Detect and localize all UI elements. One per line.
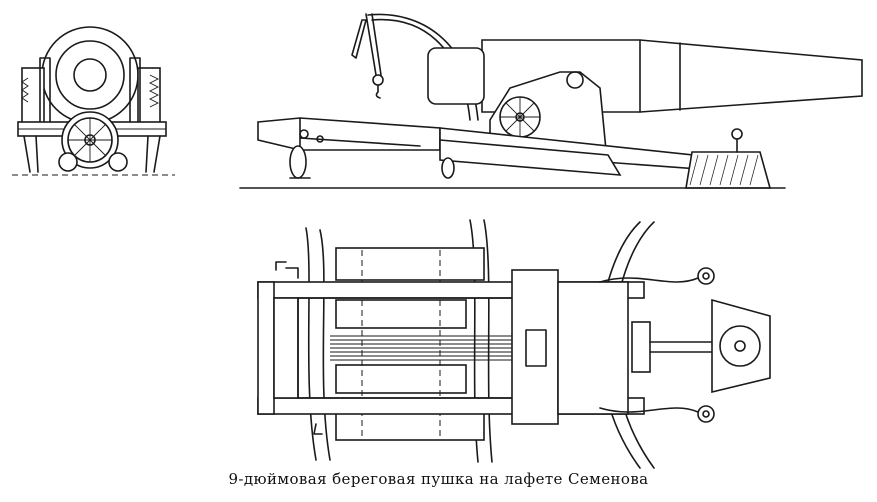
front-view xyxy=(12,26,175,176)
side-view xyxy=(239,13,863,189)
figure-caption: 9-дюймовая береговая пушка на лафете Сем… xyxy=(228,470,649,488)
top-view xyxy=(257,219,771,469)
